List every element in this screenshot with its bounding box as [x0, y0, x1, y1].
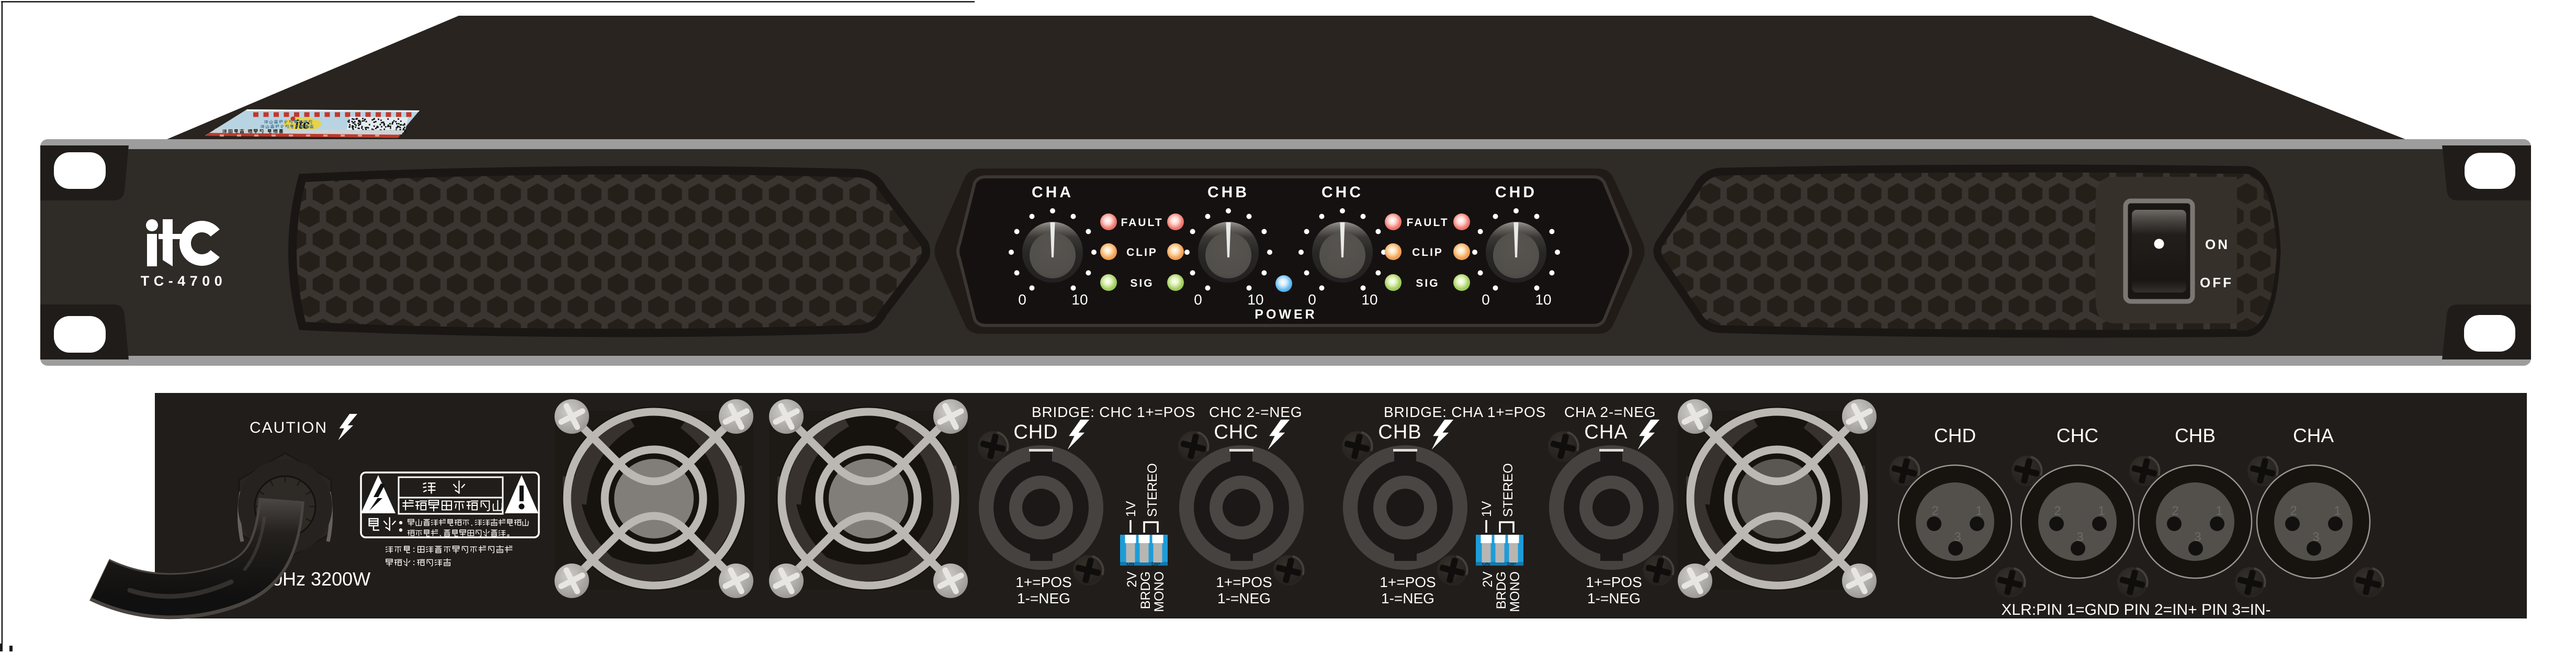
svg-text:CHB: CHB [2175, 425, 2216, 446]
svg-text:CHC: CHC [1321, 184, 1363, 201]
svg-text:10: 10 [1535, 291, 1551, 308]
svg-text:STEREO: STEREO [1145, 463, 1160, 517]
svg-text:CLIP: CLIP [1126, 246, 1158, 258]
svg-text:1-=NEG: 1-=NEG [1381, 590, 1434, 606]
svg-text:CHC: CHC [2057, 425, 2098, 446]
svg-text:ON: ON [2205, 237, 2230, 252]
svg-text:POWER: POWER [1255, 307, 1317, 322]
svg-text:2V: 2V [1481, 571, 1495, 588]
svg-text:CHC 2-=NEG: CHC 2-=NEG [1209, 404, 1302, 420]
svg-text:CHA 2-=NEG: CHA 2-=NEG [1564, 404, 1656, 420]
svg-text:0: 0 [1018, 291, 1026, 308]
svg-text:1-=NEG: 1-=NEG [1217, 590, 1271, 606]
svg-text:10: 10 [1247, 291, 1263, 308]
svg-text:0: 0 [1482, 291, 1490, 308]
svg-text:CHB: CHB [1378, 421, 1421, 443]
svg-text:2V: 2V [1125, 571, 1139, 588]
svg-text:CHA: CHA [1584, 421, 1628, 443]
svg-text:CHC: CHC [1214, 421, 1258, 443]
svg-text:FAULT: FAULT [1406, 217, 1449, 229]
svg-text:1+=POS: 1+=POS [1015, 574, 1071, 590]
svg-text:MONO: MONO [1508, 571, 1522, 612]
svg-text:1-=NEG: 1-=NEG [1017, 590, 1070, 606]
svg-text:CHA: CHA [1032, 184, 1074, 201]
svg-text:1V: 1V [1479, 501, 1494, 517]
svg-text:BRDG: BRDG [1138, 571, 1153, 609]
svg-text:OFF: OFF [2200, 275, 2233, 290]
svg-text:CHD: CHD [1013, 421, 1058, 443]
svg-text:0: 0 [1308, 291, 1316, 308]
svg-text:BRIDGE: CHA 1+=POS: BRIDGE: CHA 1+=POS [1384, 404, 1546, 420]
svg-text:CLIP: CLIP [1412, 246, 1443, 258]
svg-text:10: 10 [1361, 291, 1377, 308]
svg-text:SIG: SIG [1416, 277, 1439, 289]
svg-text:SIG: SIG [1130, 277, 1154, 289]
svg-text:1-=NEG: 1-=NEG [1587, 590, 1641, 606]
svg-text:XLR:PIN 1=GND PIN 2=IN+ PIN 3=: XLR:PIN 1=GND PIN 2=IN+ PIN 3=IN- [2001, 601, 2270, 618]
svg-text:CHB: CHB [1207, 184, 1249, 201]
svg-text:1+=POS: 1+=POS [1216, 574, 1272, 590]
svg-text:FAULT: FAULT [1121, 217, 1163, 229]
svg-text:CHD: CHD [1495, 184, 1537, 201]
svg-text:0Hz 3200W: 0Hz 3200W [272, 568, 370, 590]
svg-text:1V: 1V [1124, 501, 1138, 517]
svg-text:1+=POS: 1+=POS [1380, 574, 1436, 590]
svg-text:BRDG: BRDG [1494, 571, 1509, 609]
svg-text:CAUTION: CAUTION [250, 419, 327, 436]
svg-text:10: 10 [1071, 291, 1088, 308]
svg-text:0: 0 [1194, 291, 1202, 308]
svg-text:MONO: MONO [1152, 571, 1167, 612]
svg-text:TC-4700: TC-4700 [141, 273, 227, 289]
svg-text:STEREO: STEREO [1501, 463, 1516, 517]
svg-text:CHA: CHA [2293, 425, 2334, 446]
svg-text:BRIDGE: CHC 1+=POS: BRIDGE: CHC 1+=POS [1032, 404, 1195, 420]
svg-text:1+=POS: 1+=POS [1586, 574, 1642, 590]
svg-text:CHD: CHD [1934, 425, 1976, 446]
